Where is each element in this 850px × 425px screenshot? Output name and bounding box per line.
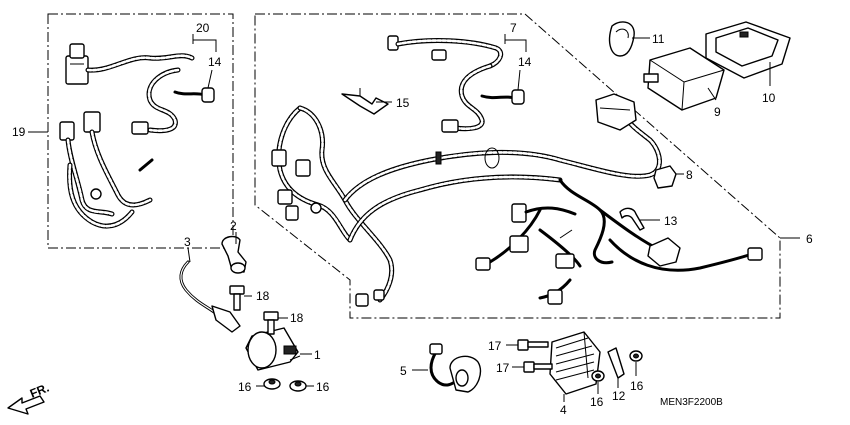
callout-16-c: 16 <box>590 395 604 409</box>
callout-3: 3 <box>184 235 191 249</box>
band-11 <box>608 21 635 57</box>
bolt-18a <box>229 285 245 311</box>
callout-15: 15 <box>396 96 410 110</box>
callout-2: 2 <box>230 219 237 233</box>
nut-16a <box>263 378 281 390</box>
sub-harness-left <box>59 43 215 229</box>
callout-16-a: 16 <box>238 380 252 394</box>
cap-2 <box>221 235 247 274</box>
callout-5: 5 <box>400 364 407 378</box>
callout-14-left: 14 <box>208 55 222 69</box>
bolt-18b <box>263 311 279 335</box>
callout-20: 20 <box>196 21 210 35</box>
callout-19: 19 <box>12 125 26 139</box>
cable-3 <box>179 260 241 333</box>
callout-9: 9 <box>714 105 721 119</box>
callout-17-b: 17 <box>496 361 510 375</box>
nut-16b <box>289 380 307 392</box>
drawing-code: MEN3F2200B <box>660 397 723 408</box>
callout-18-b: 18 <box>290 311 304 325</box>
callout-6: 6 <box>806 232 813 246</box>
callout-16-d: 16 <box>630 379 644 393</box>
unit-9 <box>643 47 725 111</box>
main-wire-harness <box>271 35 763 307</box>
nut-16d <box>629 350 643 362</box>
arrow-left-icon <box>7 395 45 415</box>
callout-7: 7 <box>510 21 517 35</box>
callout-18-a: 18 <box>256 289 270 303</box>
bracket-12 <box>607 347 625 379</box>
clip-15 <box>341 88 389 115</box>
front-direction-arrow: FR. <box>7 381 51 415</box>
connector-8 <box>653 165 677 189</box>
direction-label: FR. <box>28 381 51 401</box>
callout-4: 4 <box>560 403 567 417</box>
connector-cap <box>647 237 681 267</box>
callout-17-a: 17 <box>488 339 502 353</box>
callout-8: 8 <box>686 168 693 182</box>
callout-16-b: 16 <box>316 380 330 394</box>
leader-lines <box>28 34 800 402</box>
bolt-17a <box>517 339 549 351</box>
regulator-4 <box>549 331 601 395</box>
cover-10 <box>705 21 791 79</box>
bolt-17b <box>523 361 553 373</box>
relay-1 <box>245 327 301 371</box>
sensor-5 <box>429 343 482 393</box>
clip-13 <box>619 207 645 231</box>
nut-16c <box>591 370 605 382</box>
callout-14-main: 14 <box>518 55 532 69</box>
callout-10: 10 <box>762 91 776 105</box>
inset-frame-main <box>254 13 781 319</box>
callout-1: 1 <box>314 348 321 362</box>
callout-12: 12 <box>612 389 626 403</box>
callout-11: 11 <box>652 32 665 46</box>
callout-13: 13 <box>664 214 678 228</box>
